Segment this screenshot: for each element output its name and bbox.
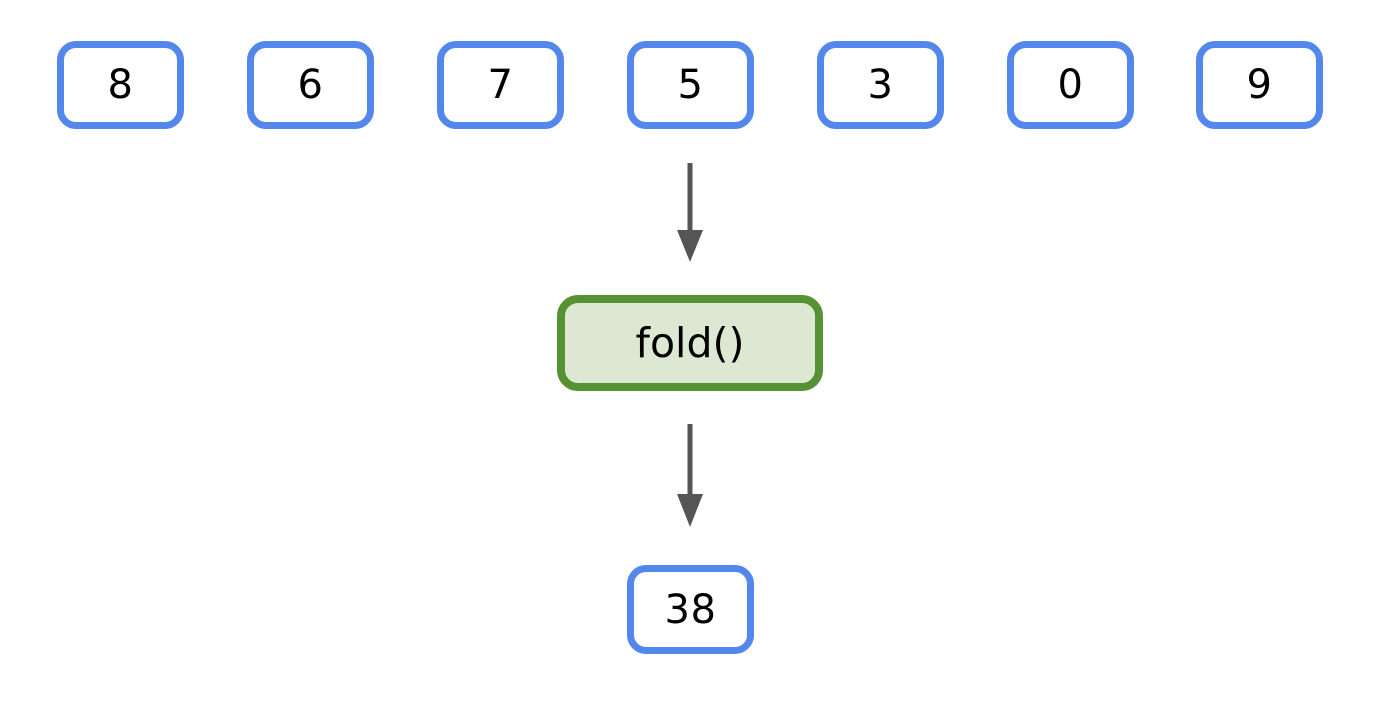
input-value-label-4: 5 — [677, 62, 704, 108]
input-value-box-3: 7 — [437, 41, 564, 129]
arrow-input-to-fold-icon — [677, 163, 703, 262]
input-value-box-6: 0 — [1007, 41, 1134, 129]
input-value-label-7: 9 — [1246, 62, 1273, 108]
input-value-label-3: 7 — [487, 62, 514, 108]
input-value-box-1: 8 — [57, 41, 184, 129]
input-value-box-7: 9 — [1196, 41, 1323, 129]
input-value-box-2: 6 — [247, 41, 374, 129]
input-value-label-2: 6 — [297, 62, 324, 108]
arrow-fold-to-result-icon — [677, 424, 703, 527]
result-value-box: 38 — [627, 565, 754, 654]
fold-operation-label: fold() — [635, 318, 745, 367]
result-value-label: 38 — [664, 586, 717, 633]
input-value-label-5: 3 — [867, 62, 894, 108]
input-value-box-4: 5 — [627, 41, 754, 129]
fold-operation-box: fold() — [557, 295, 823, 391]
input-value-label-1: 8 — [107, 62, 134, 108]
input-value-label-6: 0 — [1057, 62, 1084, 108]
input-value-box-5: 3 — [817, 41, 944, 129]
